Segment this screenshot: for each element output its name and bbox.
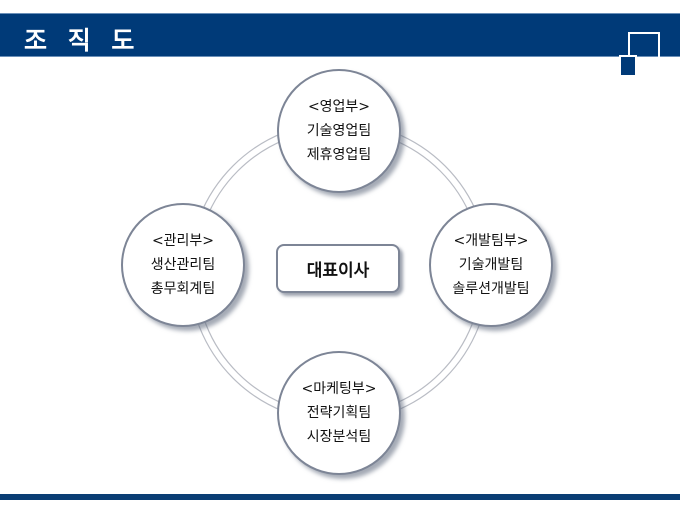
footer-bar [0, 494, 680, 500]
title-bar: 조 직 도 [0, 13, 680, 77]
team-name: 기술개발팀 [458, 257, 524, 273]
department-marketing: <마케팅부> 전략기획팀 시장분석팀 [277, 351, 401, 475]
team-name: 시장분석팀 [306, 429, 372, 445]
page-title: 조 직 도 [24, 26, 141, 55]
ceo-label: 대표이사 [306, 261, 370, 281]
ceo-box: 대표이사 [276, 244, 400, 293]
logo-square-large [628, 32, 660, 62]
department-name: <영업부> [307, 99, 371, 115]
department-name: <관리부> [151, 233, 215, 249]
team-name: 솔루션개발팀 [452, 281, 530, 297]
department-name: <개발팀부> [453, 233, 529, 249]
logo-square-small [619, 55, 637, 77]
team-name: 생산관리팀 [150, 257, 216, 273]
team-name: 기술영업팀 [306, 123, 372, 139]
department-name: <마케팅부> [301, 381, 377, 397]
department-development: <개발팀부> 기술개발팀 솔루션개발팀 [429, 203, 553, 327]
team-name: 총무회계팀 [150, 281, 216, 297]
department-sales: <영업부> 기술영업팀 제휴영업팀 [277, 69, 401, 193]
team-name: 전략기획팀 [306, 405, 372, 421]
department-management: <관리부> 생산관리팀 총무회계팀 [121, 203, 245, 327]
team-name: 제휴영업팀 [306, 147, 372, 163]
